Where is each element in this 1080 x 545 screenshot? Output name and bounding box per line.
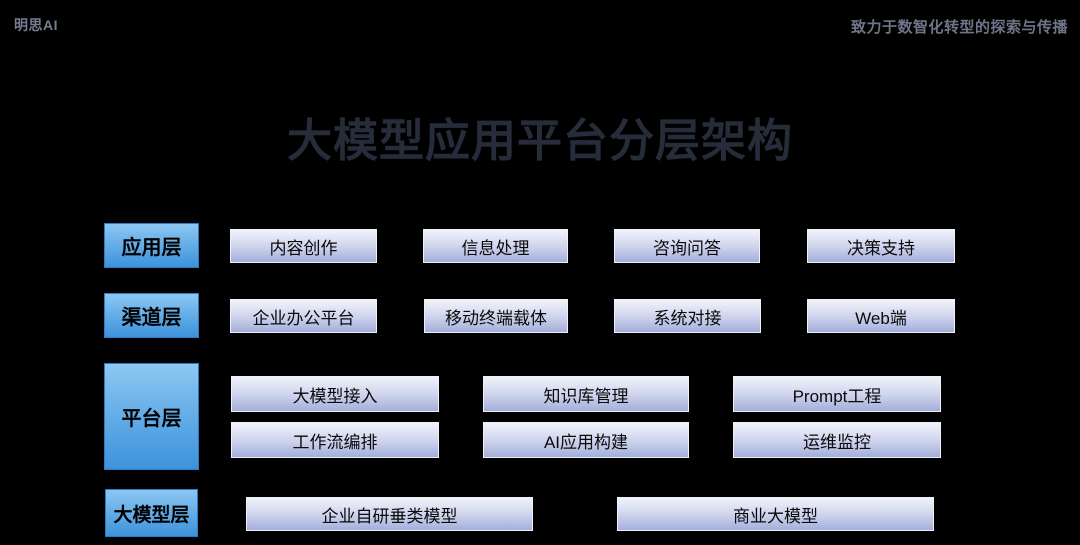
node-web-client: Web端 — [807, 299, 955, 333]
brand-tagline: 致力于数智化转型的探索与传播 — [850, 19, 1068, 36]
node-knowledge-base-management: 知识库管理 — [483, 376, 689, 412]
node-enterprise-office-platform: 企业办公平台 — [230, 299, 377, 333]
node-content-creation: 内容创作 — [230, 229, 377, 263]
node-system-integration: 系统对接 — [614, 299, 761, 333]
layer-label-large-model: 大模型层 — [105, 489, 198, 537]
layer-label-application: 应用层 — [104, 223, 199, 268]
node-prompt-engineering: Prompt工程 — [733, 376, 941, 412]
layer-label-channel: 渠道层 — [104, 293, 199, 338]
node-information-processing: 信息处理 — [423, 229, 568, 263]
node-self-developed-vertical-model: 企业自研垂类模型 — [246, 497, 533, 531]
layer-label-platform: 平台层 — [104, 363, 199, 470]
node-consulting-qa: 咨询问答 — [614, 229, 760, 263]
node-large-model-access: 大模型接入 — [231, 376, 439, 412]
node-workflow-orchestration: 工作流编排 — [231, 422, 439, 458]
brand-logo: 明思AI — [14, 17, 58, 33]
node-decision-support: 决策支持 — [807, 229, 955, 263]
node-commercial-large-model: 商业大模型 — [617, 497, 934, 531]
node-mobile-terminal-carrier: 移动终端载体 — [424, 299, 568, 333]
node-ai-app-building: AI应用构建 — [483, 422, 689, 458]
page-title: 大模型应用平台分层架构 — [286, 115, 793, 166]
node-ops-monitoring: 运维监控 — [733, 422, 941, 458]
